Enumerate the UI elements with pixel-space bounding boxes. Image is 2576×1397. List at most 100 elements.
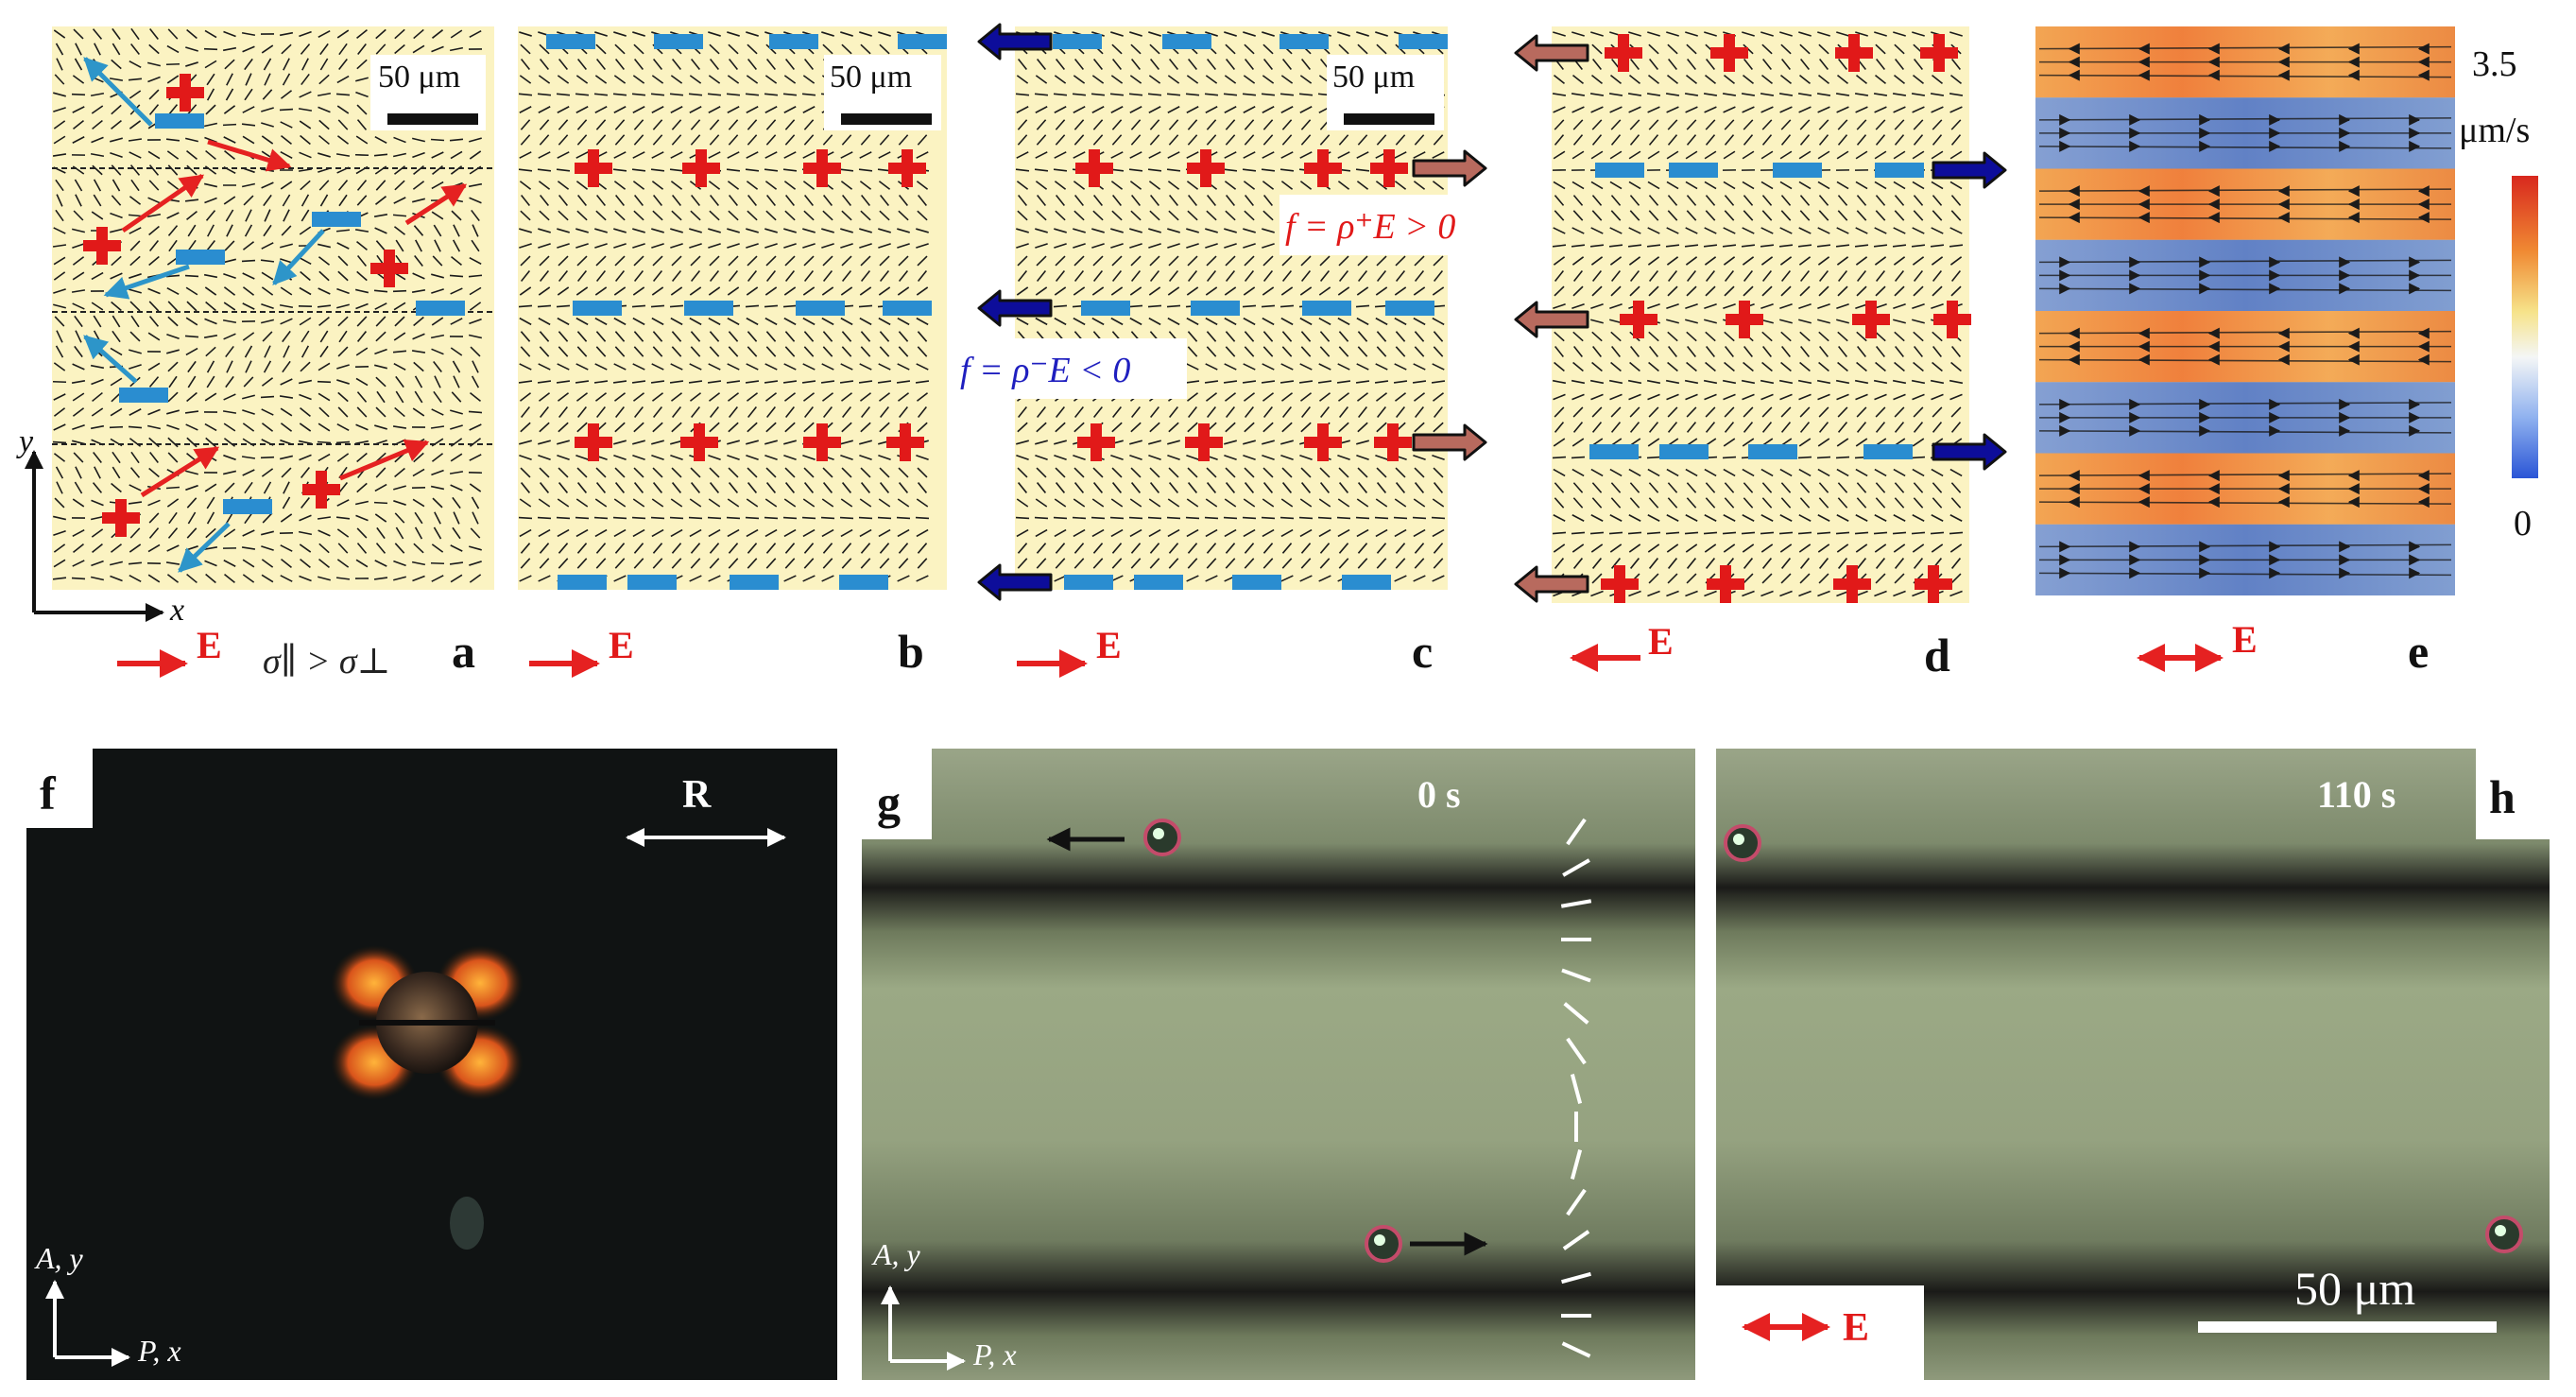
director-dash [746, 498, 759, 508]
director-dash [1356, 440, 1369, 445]
director-dash [653, 195, 662, 206]
director-dash [1242, 516, 1257, 520]
director-dash [74, 179, 83, 192]
director-dash [223, 105, 236, 114]
director-dash [374, 513, 387, 523]
director-dash [205, 301, 216, 312]
director-dash [301, 58, 309, 71]
director-dash [1837, 285, 1848, 297]
director-dash [242, 423, 255, 432]
director-dash [1243, 498, 1256, 508]
director-dash [576, 119, 588, 130]
director-dash [652, 346, 663, 357]
director-dash [1780, 497, 1792, 509]
director-dash [1036, 543, 1047, 554]
ion-motion-arrow [272, 229, 325, 285]
director-dash [1780, 361, 1792, 372]
director-dash [1553, 106, 1566, 113]
minus-charge [1342, 575, 1391, 590]
director-dash [746, 317, 759, 326]
panel-g-image [862, 749, 1695, 1380]
minus-charge [416, 301, 465, 316]
director-dash [746, 75, 759, 84]
ion-motion-arrow [103, 264, 190, 300]
director-dash [1780, 285, 1792, 297]
director-dash [1684, 93, 1699, 96]
director-dash [1130, 467, 1142, 478]
director-dash [860, 255, 871, 267]
director-dash [1949, 150, 1963, 160]
director-dash [1186, 498, 1199, 508]
director-dash [576, 255, 588, 267]
director-dash [1724, 210, 1735, 221]
director-dash [1760, 256, 1774, 266]
director-dash [1724, 406, 1735, 418]
director-dash [1111, 467, 1123, 478]
director-dash [1167, 440, 1180, 445]
director-dash [413, 543, 424, 554]
director-dash [1705, 331, 1716, 342]
director-dash [1724, 482, 1735, 493]
director-dash [1552, 93, 1567, 96]
director-dash [1743, 210, 1754, 221]
director-dash [470, 392, 481, 402]
director-dash [375, 43, 386, 55]
director-dash [1648, 210, 1659, 221]
director-dash [53, 271, 66, 281]
director-dash [1912, 106, 1925, 113]
director-dash [709, 270, 720, 282]
director-dash [1280, 181, 1294, 190]
director-dash [147, 197, 161, 204]
force-arrow-shape [977, 563, 1053, 601]
director-dash [1817, 31, 1830, 37]
director-dash [301, 330, 310, 343]
director-dash [728, 331, 739, 342]
director-dash [1110, 228, 1124, 233]
director-dash [1128, 93, 1143, 96]
director-dash [1627, 244, 1642, 248]
director-dash [633, 255, 644, 267]
director-dash [747, 558, 758, 569]
director-dash [747, 195, 757, 206]
director-dash [1243, 286, 1256, 296]
director-dash [1629, 210, 1640, 221]
director-dash [1686, 422, 1697, 433]
director-dash [1932, 119, 1943, 130]
director-dash [1705, 497, 1716, 509]
director-dash [1394, 498, 1407, 508]
director-dash [242, 559, 255, 568]
director-dash [1204, 516, 1219, 520]
director-dash [53, 407, 66, 417]
plus-charge [1933, 301, 1971, 338]
director-dash [1779, 150, 1793, 160]
director-dash [1835, 93, 1850, 96]
director-dash [264, 345, 271, 358]
director-dash [709, 255, 720, 267]
director-dash [1035, 454, 1048, 461]
director-dash [728, 119, 739, 130]
director-dash [1818, 270, 1829, 282]
director-dash [1856, 482, 1867, 493]
director-dash [1724, 331, 1735, 342]
director-dash [1949, 468, 1963, 477]
force-negative-label: f = ρ⁻E < 0 [960, 351, 1130, 390]
director-dash [1112, 406, 1122, 418]
director-dash [802, 228, 816, 233]
director-dash [1912, 31, 1925, 37]
director-dash [245, 209, 252, 222]
director-dash [129, 227, 142, 234]
director-dash [821, 528, 834, 538]
director-dash [1591, 482, 1603, 493]
director-dash [355, 559, 369, 568]
ion-motion-arrow [207, 139, 292, 172]
director-dash [1912, 468, 1925, 477]
director-dash [860, 210, 871, 221]
director-dash [1187, 255, 1198, 267]
director-dash [539, 134, 550, 146]
director-dash [1016, 228, 1029, 233]
director-dash [166, 75, 180, 84]
force-arrow-shape [1932, 151, 2007, 189]
director-dash [1818, 119, 1829, 130]
director-dash [1128, 168, 1143, 172]
director-dash [433, 224, 442, 237]
